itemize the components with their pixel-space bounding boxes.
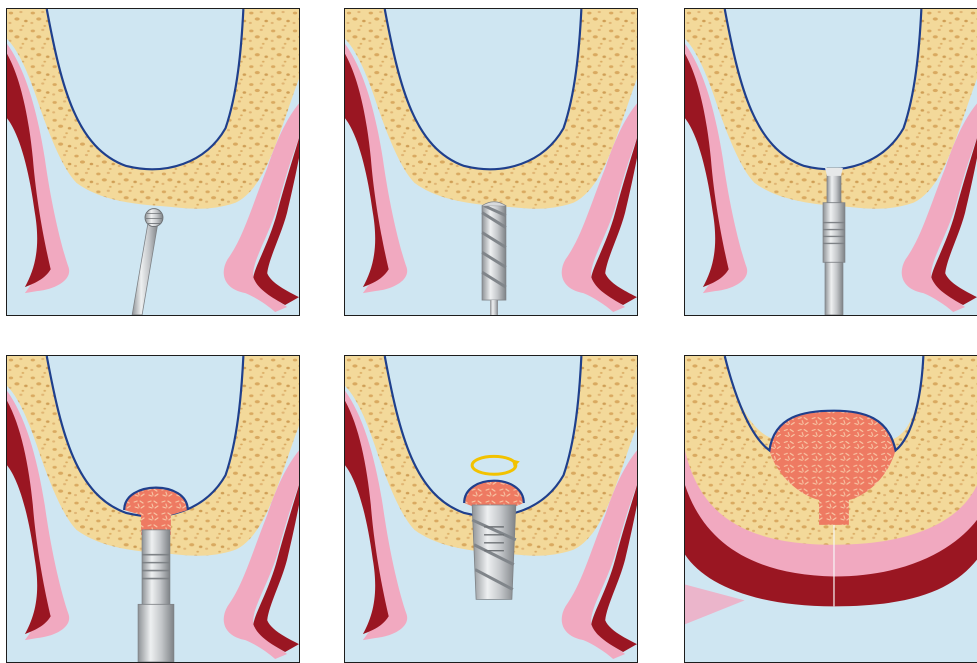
step-6-illustration	[685, 356, 977, 662]
step-1-panel	[6, 8, 300, 316]
step-3-illustration	[685, 9, 977, 315]
step-4-illustration	[7, 356, 299, 662]
step-4-panel	[6, 355, 300, 663]
step-5-panel	[344, 355, 638, 663]
step-6-panel	[684, 355, 977, 663]
implant-icon	[472, 505, 516, 599]
step-5-illustration	[345, 356, 637, 662]
step-3-panel	[684, 8, 977, 316]
twist-drill-icon	[482, 202, 506, 315]
osteotome-icon	[138, 530, 174, 662]
step-2-panel	[344, 8, 638, 316]
step-2-illustration	[345, 9, 637, 315]
step-1-illustration	[7, 9, 299, 315]
